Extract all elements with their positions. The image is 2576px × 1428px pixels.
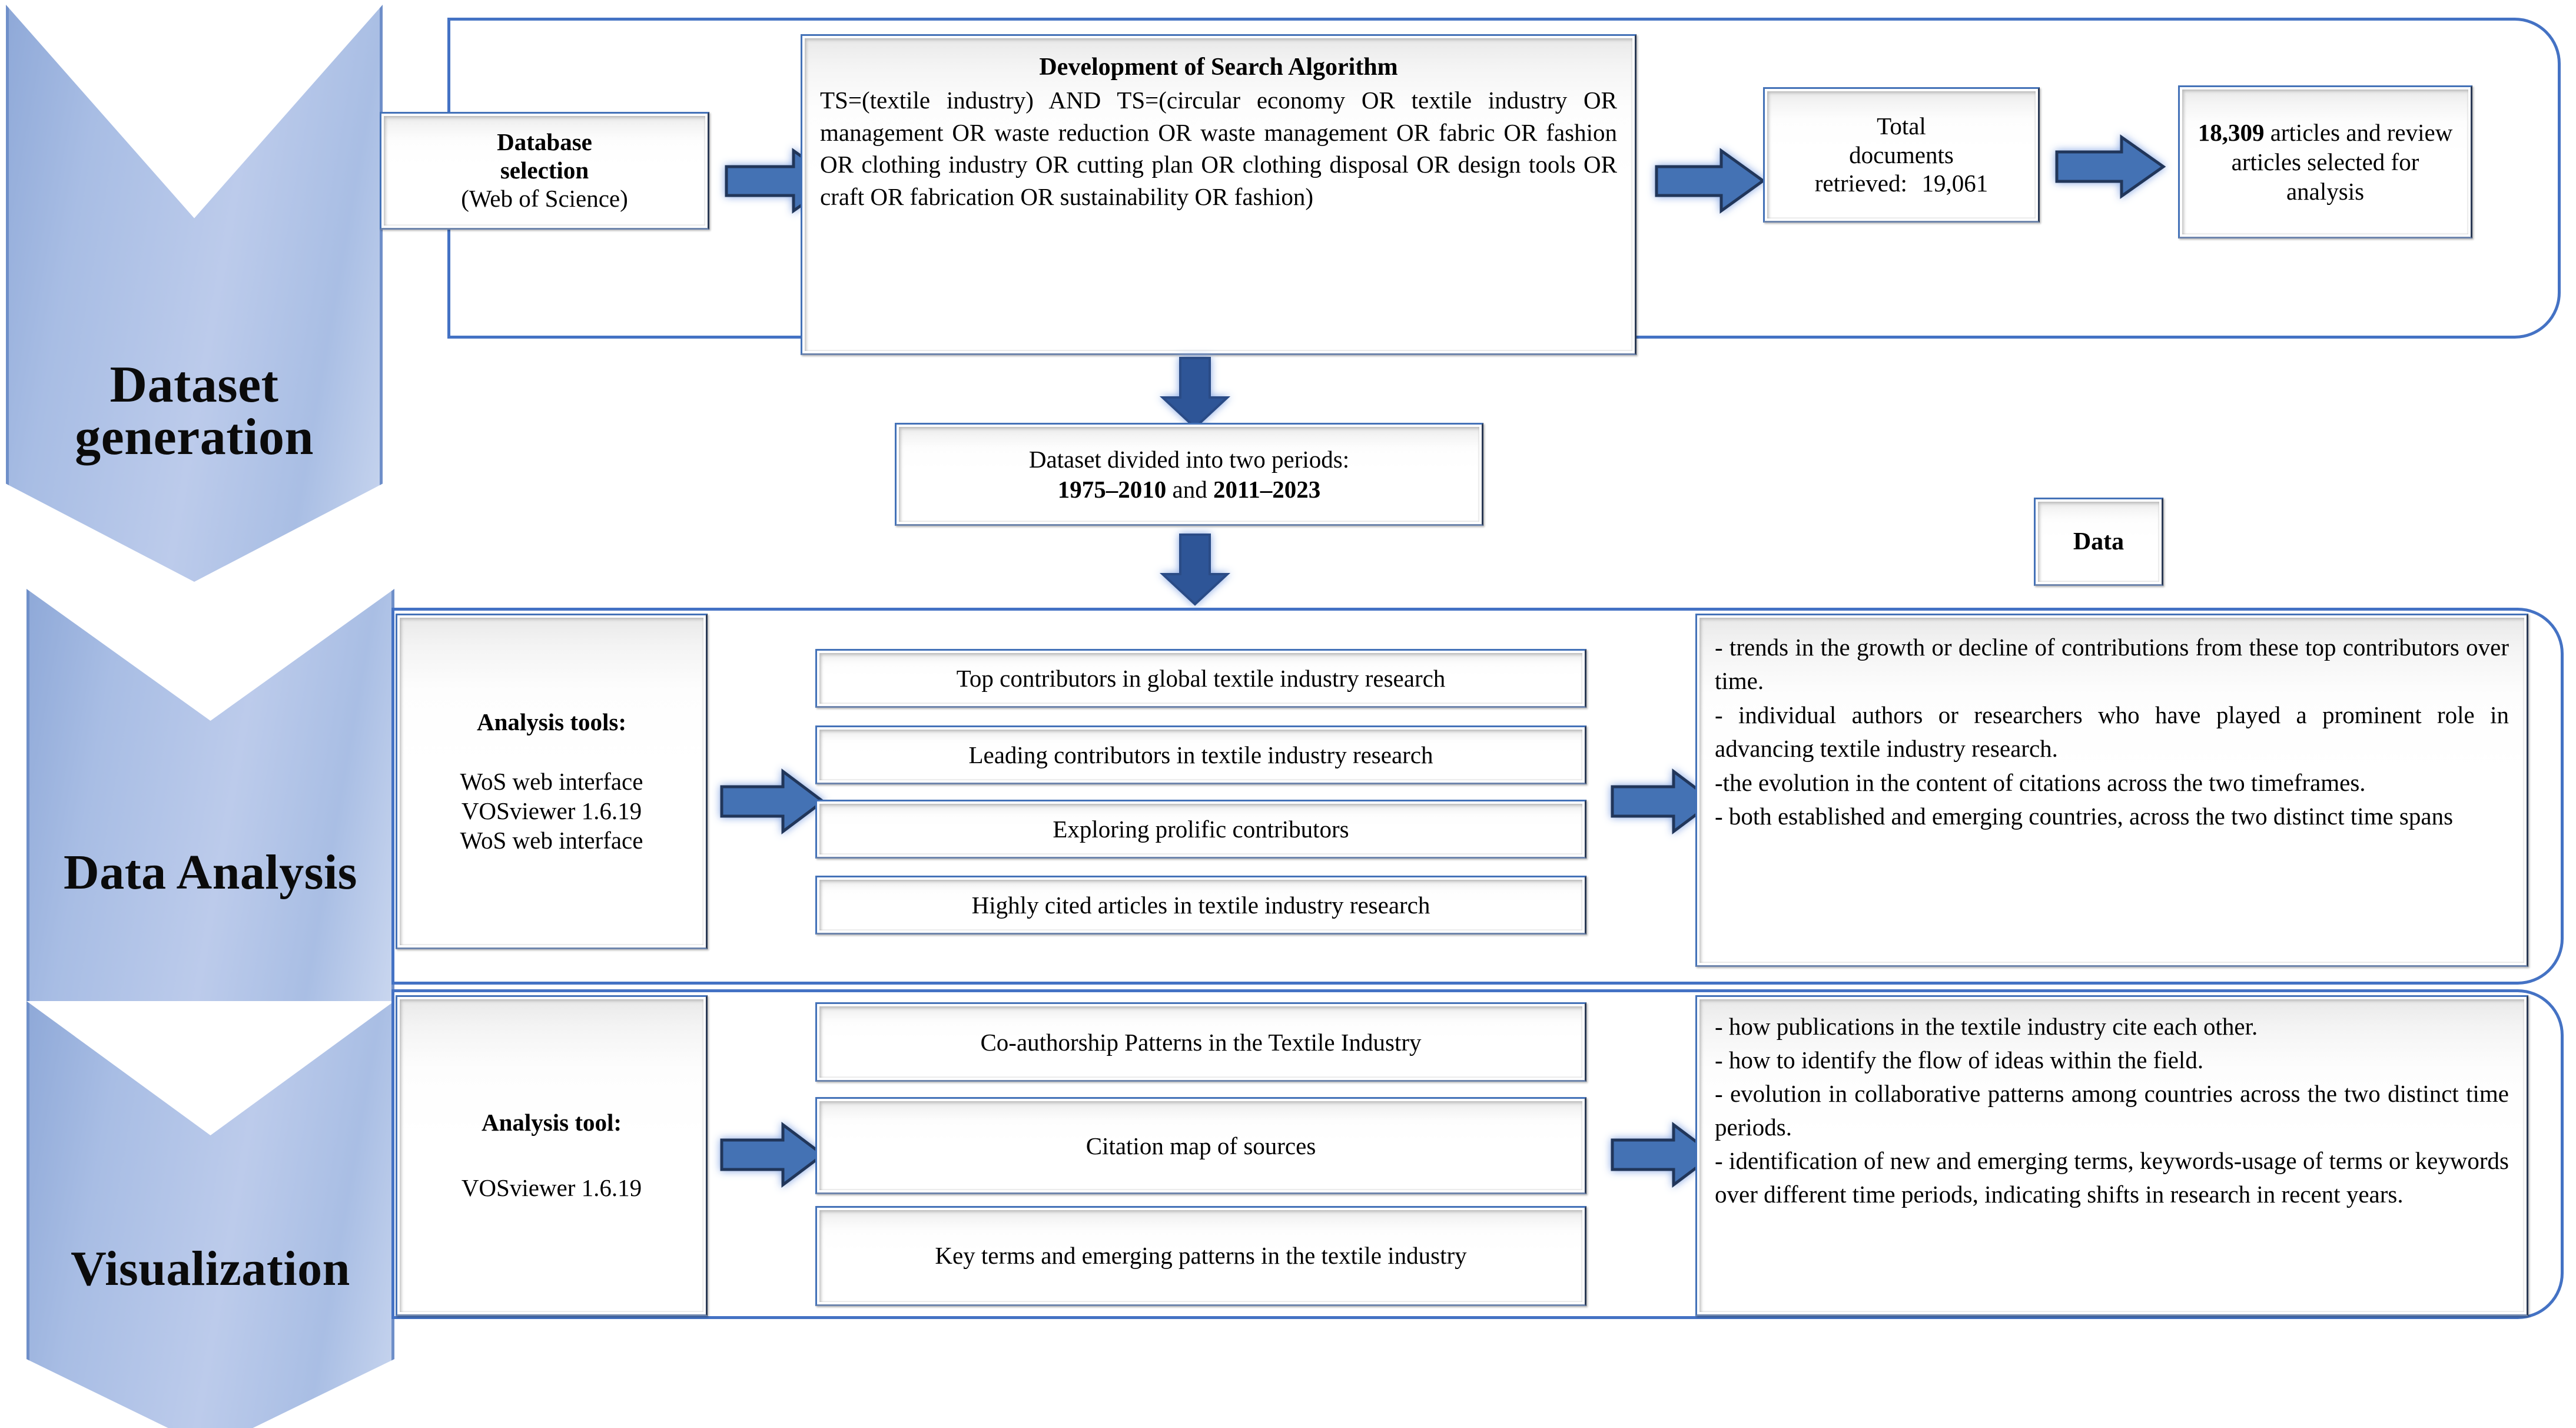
analysis-tool-item: WoS web interface <box>460 767 643 795</box>
total-documents-count: 19,061 <box>1921 170 1989 197</box>
stage-label-line1: Dataset <box>109 356 279 413</box>
visualization-tool-box: Analysis tool: VOSviewer 1.6.19 <box>396 995 708 1316</box>
data-label-box: Data <box>2034 498 2163 586</box>
selected-articles-box: 18,309 articles and review articles sele… <box>2178 85 2472 238</box>
stage-label-line1: Visualization <box>71 1241 350 1297</box>
analysis-item-box: Leading contributors in textile industry… <box>815 725 1586 784</box>
database-selection-box: Database selection (Web of Science) <box>380 112 709 230</box>
analysis-item-label: Exploring prolific contributors <box>1053 816 1349 843</box>
analysis-item-label: Leading contributors in textile industry… <box>968 741 1433 768</box>
analysis-outcome-line: - individual authors or researchers who … <box>1715 701 2509 763</box>
arrow-right-icon <box>1655 148 1766 214</box>
search-algorithm-query: TS=(textile industry) AND TS=(circular e… <box>820 87 1617 210</box>
arrow-right-icon-search-to-total <box>1654 147 1766 215</box>
analysis-tool-item: VOSviewer 1.6.19 <box>461 797 642 824</box>
visualization-item-label: Citation map of sources <box>1085 1132 1316 1159</box>
period-first: 1975–2010 <box>1057 475 1167 503</box>
dataset-periods-box: Dataset divided into two periods: 1975–2… <box>895 423 1483 526</box>
arrow-right-icon <box>1611 768 1717 834</box>
stage-label-line2: generation <box>75 409 314 466</box>
analysis-outcome-line: -the evolution in the content of citatio… <box>1715 768 2366 796</box>
arrow-right-icon-tools-to-items-analysis <box>719 768 826 834</box>
analysis-outcome-line: - trends in the growth or decline of con… <box>1715 634 2509 695</box>
visualization-outcome-line: - evolution in collaborative patterns am… <box>1715 1079 2509 1141</box>
arrow-right-icon-items-to-outcomes-visualization <box>1610 1122 1717 1188</box>
arrow-right-icon <box>1611 1122 1717 1188</box>
visualization-tool-item: VOSviewer 1.6.19 <box>461 1174 642 1202</box>
arrow-right-icon-items-to-outcomes-analysis <box>1610 768 1717 834</box>
arrow-right-icon <box>2055 134 2166 199</box>
visualization-item-label: Key terms and emerging patterns in the t… <box>935 1242 1467 1270</box>
visualization-item-box: Key terms and emerging patterns in the t… <box>815 1206 1586 1306</box>
data-label-text: Data <box>2073 528 2124 555</box>
visualization-outcome-line: - how publications in the textile indust… <box>1715 1013 2258 1040</box>
stage-chevron-data-analysis: Data Analysis <box>26 589 394 1001</box>
database-selection-line1: Database <box>497 128 592 156</box>
period-conjunction: and <box>1166 475 1213 503</box>
visualization-item-label: Co-authorship Patterns in the Textile In… <box>980 1028 1422 1056</box>
analysis-item-box: Top contributors in global textile indus… <box>815 649 1586 708</box>
analysis-item-label: Top contributors in global textile indus… <box>956 665 1446 692</box>
arrow-down-icon-to-periods <box>1157 356 1233 430</box>
analysis-item-box: Exploring prolific contributors <box>815 800 1586 859</box>
selected-articles-text: articles and review articles selected fo… <box>2231 118 2453 205</box>
visualization-outcome-line: - how to identify the flow of ideas with… <box>1715 1046 2204 1074</box>
analysis-outcomes-box: - trends in the growth or decline of con… <box>1695 614 2528 967</box>
stage-label-data-analysis: Data Analysis <box>29 847 391 898</box>
data-analysis-frame <box>391 608 2564 985</box>
dataset-periods-line2: 1975–2010 and 2011–2023 <box>1058 475 1320 504</box>
analysis-item-box: Highly cited articles in textile industr… <box>815 876 1586 935</box>
analysis-outcome-line: - both established and emerging countrie… <box>1715 802 2454 830</box>
arrow-right-icon-total-to-selected <box>2054 134 2166 199</box>
analysis-tools-title: Analysis tools: <box>476 708 626 735</box>
visualization-frame <box>391 989 2564 1319</box>
period-second: 2011–2023 <box>1213 475 1321 503</box>
arrow-down-icon-to-analysis <box>1157 533 1233 607</box>
visualization-item-box: Co-authorship Patterns in the Textile In… <box>815 1002 1586 1082</box>
search-algorithm-box: Development of Search Algorithm TS=(text… <box>801 34 1636 355</box>
stage-chevron-visualization: Visualization <box>26 1001 394 1428</box>
total-documents-line3: retrieved: 19,061 <box>1815 169 1988 197</box>
total-documents-box: Total documents retrieved: 19,061 <box>1763 87 2040 223</box>
arrow-right-icon <box>720 768 826 834</box>
visualization-tools-title: Analysis tool: <box>481 1109 622 1137</box>
stage-label-visualization: Visualization <box>29 1244 391 1294</box>
analysis-tool-item: WoS web interface <box>460 827 643 854</box>
database-selection-line3: (Web of Science) <box>461 184 628 212</box>
arrow-down-icon <box>1159 357 1231 429</box>
selected-articles-count: 18,309 <box>2197 118 2265 146</box>
analysis-item-label: Highly cited articles in textile industr… <box>971 892 1430 919</box>
arrow-down-icon <box>1159 534 1231 606</box>
total-documents-line2: documents <box>1849 141 1954 168</box>
total-documents-label: retrieved: <box>1814 170 1907 197</box>
total-documents-line1: Total <box>1877 112 1926 140</box>
arrow-right-icon <box>720 1122 826 1188</box>
visualization-item-box: Citation map of sources <box>815 1097 1586 1194</box>
stage-chevron-dataset-generation: Dataset generation <box>6 5 383 582</box>
visualization-outcome-line: - identification of new and emerging ter… <box>1715 1147 2509 1208</box>
visualization-outcomes-box: - how publications in the textile indust… <box>1695 995 2528 1316</box>
search-algorithm-title: Development of Search Algorithm <box>1039 54 1398 81</box>
stage-label-line1: Data Analysis <box>64 845 357 900</box>
database-selection-line2: selection <box>500 157 589 184</box>
dataset-periods-line1: Dataset divided into two periods: <box>1028 446 1350 473</box>
analysis-tools-box: Analysis tools: WoS web interface VOSvie… <box>396 614 708 949</box>
stage-label-dataset-generation: Dataset generation <box>9 356 380 466</box>
arrow-right-icon-tool-to-items-visualization <box>719 1122 826 1188</box>
